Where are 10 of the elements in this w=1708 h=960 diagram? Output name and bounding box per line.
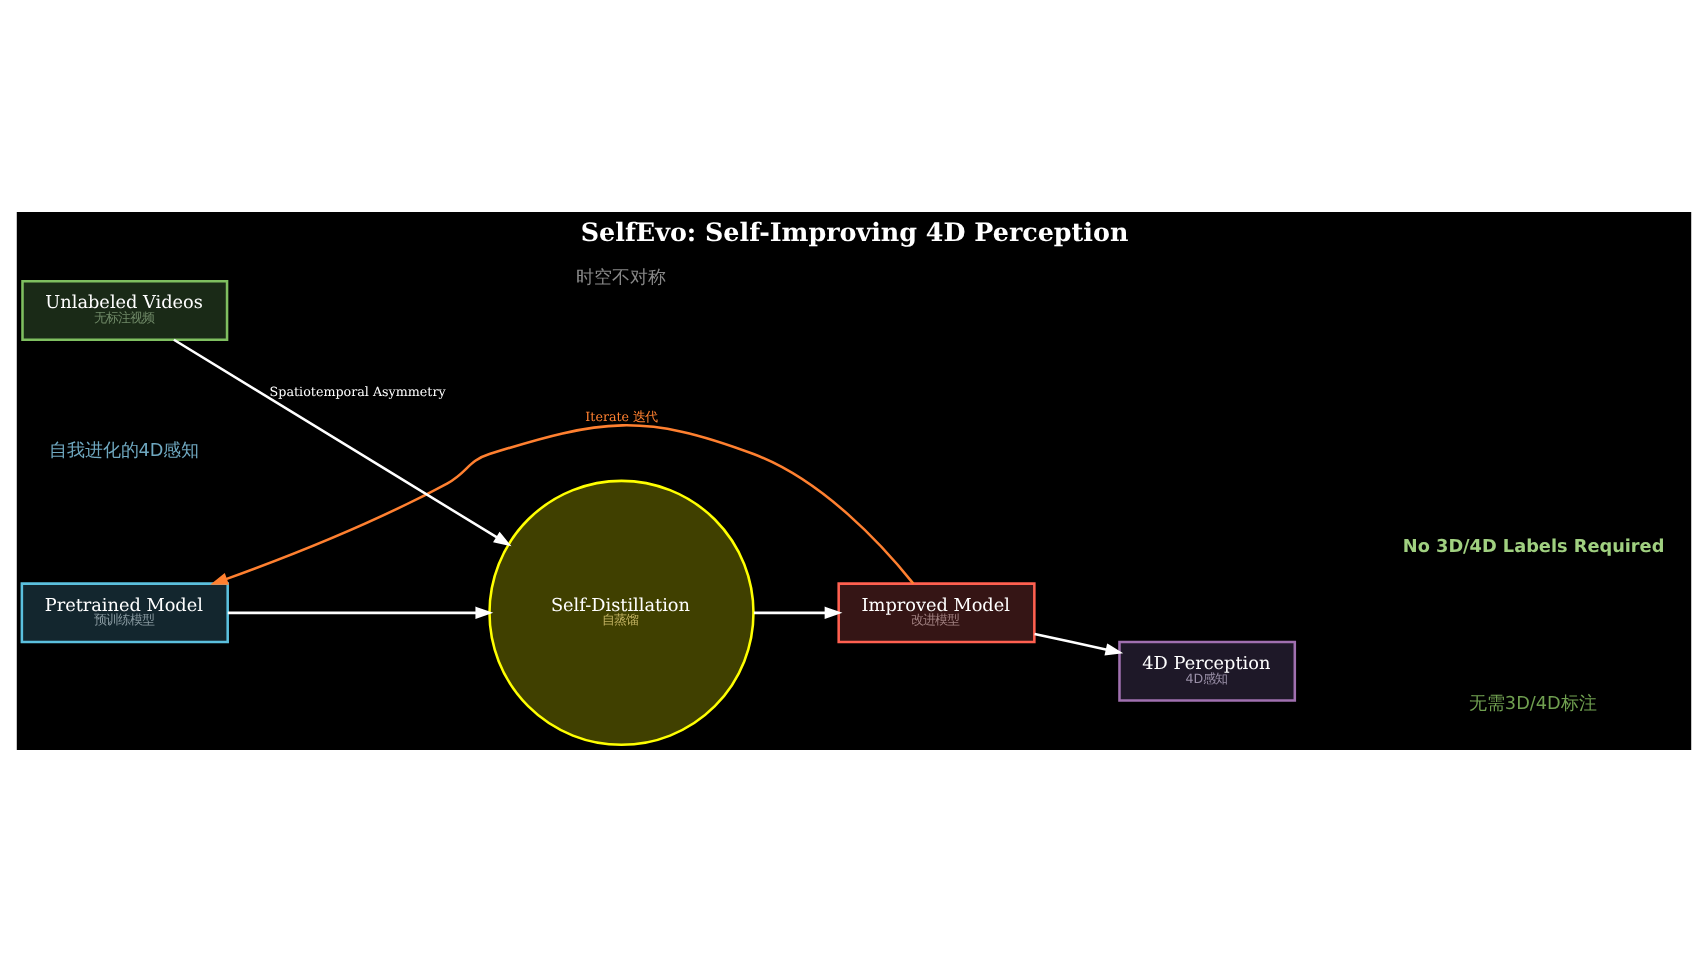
label: 时空不对称 bbox=[575, 268, 666, 289]
label: 无需3D/4D标注 bbox=[1468, 694, 1597, 715]
arrow bbox=[210, 423, 915, 584]
arrow bbox=[1034, 631, 1124, 655]
arrow bbox=[227, 605, 494, 619]
arrow bbox=[753, 605, 843, 619]
label: 自我进化的4D感知 bbox=[48, 441, 200, 462]
diagram-title: SelfEvo: Self-Improving 4D Perception bbox=[580, 216, 1129, 247]
label: No 3D/4D Labels Required bbox=[1402, 536, 1665, 557]
arrow bbox=[173, 337, 512, 546]
